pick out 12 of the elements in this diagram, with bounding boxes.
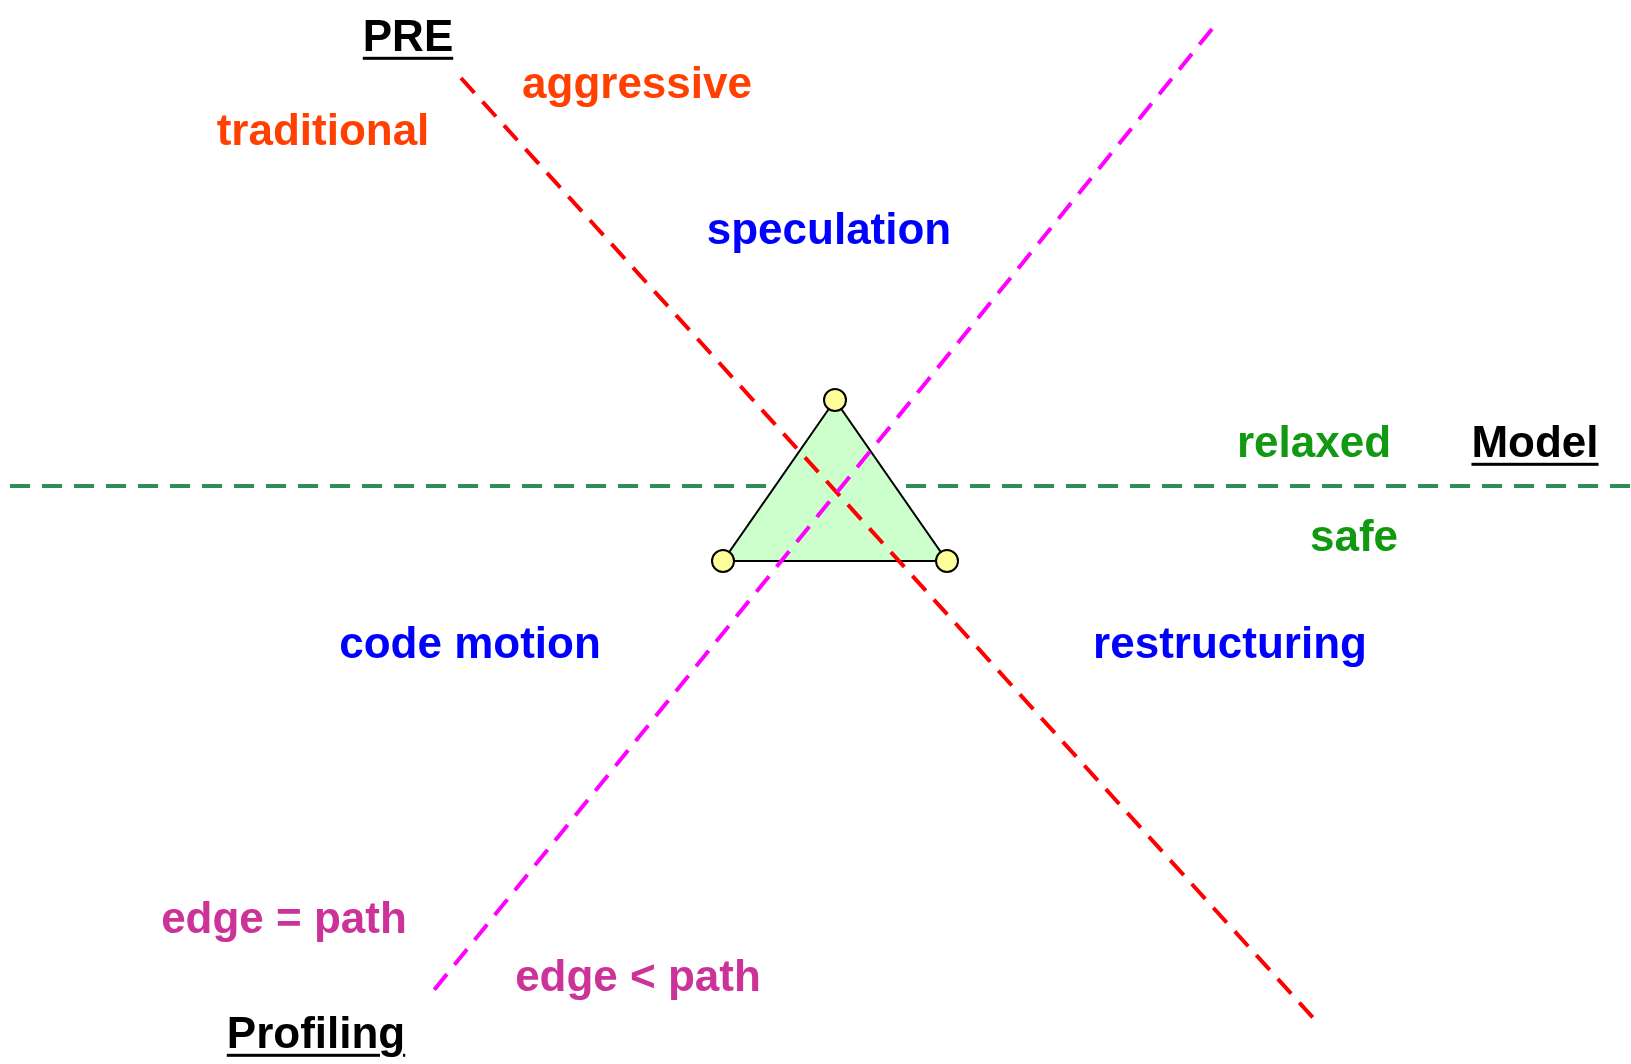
axis-end-label: edge < path	[515, 951, 761, 1001]
axis-end-label: safe	[1309, 511, 1399, 561]
axis-title: Profiling	[226, 1008, 406, 1058]
axis-end-label: aggressive	[522, 58, 752, 108]
axis-end-label: traditional	[216, 105, 430, 155]
region-label: restructuring	[1093, 618, 1367, 668]
region-label: code motion	[339, 618, 601, 668]
axis-title: PRE	[362, 11, 454, 61]
axis-end-label: relaxed	[1236, 417, 1392, 467]
region-label: speculation	[706, 204, 952, 254]
axis-end-label: edge = path	[161, 893, 407, 943]
axis-title: Model	[1471, 417, 1599, 467]
